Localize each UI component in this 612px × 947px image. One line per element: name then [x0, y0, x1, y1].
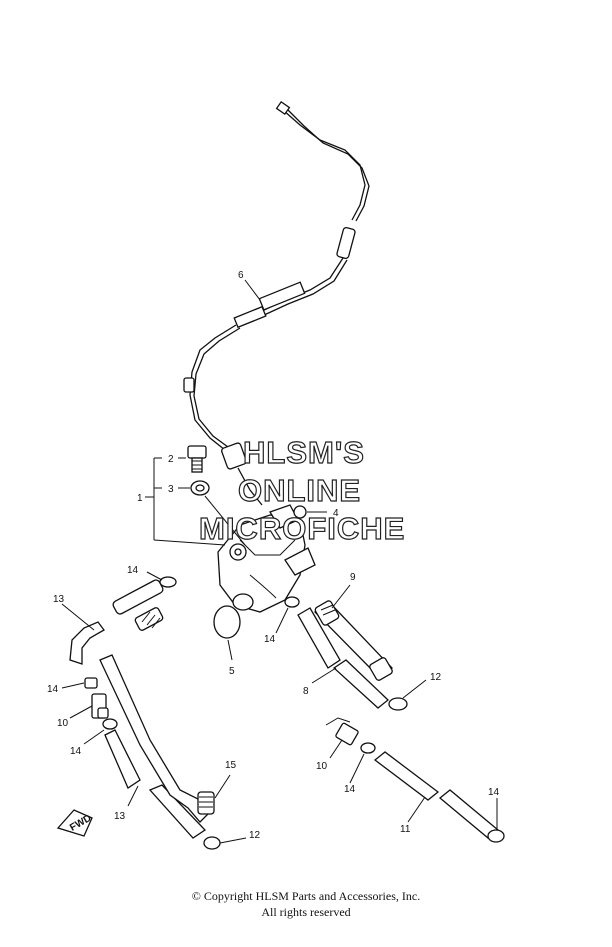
callout-14-far-right: 14: [488, 787, 500, 798]
watermark-line-1: HLSM'S: [243, 435, 365, 470]
callout-labels: 1 2 3 4 5 6 8 9 10 10 11 12 12 13 13 14 …: [47, 270, 500, 841]
watermark: HLSM'S ONLINE MICROFICHE: [198, 434, 405, 546]
callout-5: 5: [229, 666, 235, 677]
callout-1: 1: [137, 493, 143, 504]
callout-14-center: 14: [264, 634, 276, 645]
right-hose-assembly: [284, 596, 505, 843]
callout-3: 3: [168, 484, 174, 495]
callout-14-upper-left: 14: [127, 565, 139, 576]
footer-rights: All rights reserved: [261, 905, 351, 919]
callout-12-right: 12: [430, 672, 442, 683]
watermark-line-3: MICROFICHE: [199, 511, 405, 546]
footer-copyright: © Copyright HLSM Parts and Accessories, …: [191, 889, 421, 903]
callout-14-lower-left: 14: [70, 746, 82, 757]
callout-10-right: 10: [316, 761, 328, 772]
callout-13-bottom: 13: [114, 811, 126, 822]
callout-10-left: 10: [57, 718, 69, 729]
o-ring: [213, 605, 241, 639]
callout-13-top: 13: [53, 594, 65, 605]
callout-8: 8: [303, 686, 309, 697]
pump-cable: [183, 100, 370, 506]
callout-6: 6: [238, 270, 244, 281]
callout-9: 9: [350, 572, 356, 583]
callout-4: 4: [333, 508, 339, 519]
callout-14-left: 14: [47, 684, 59, 695]
callout-15: 15: [225, 760, 237, 771]
callout-14-lower-right: 14: [344, 784, 356, 795]
callout-2: 2: [168, 454, 174, 465]
callout-12-bottom: 12: [249, 830, 261, 841]
callout-11: 11: [400, 824, 411, 835]
watermark-line-2: ONLINE: [238, 473, 361, 508]
forward-direction-arrow: FWD: [56, 809, 93, 837]
bolt-and-washer: [187, 445, 210, 496]
left-hose-assembly: [69, 576, 221, 850]
leader-lines: [61, 279, 498, 844]
